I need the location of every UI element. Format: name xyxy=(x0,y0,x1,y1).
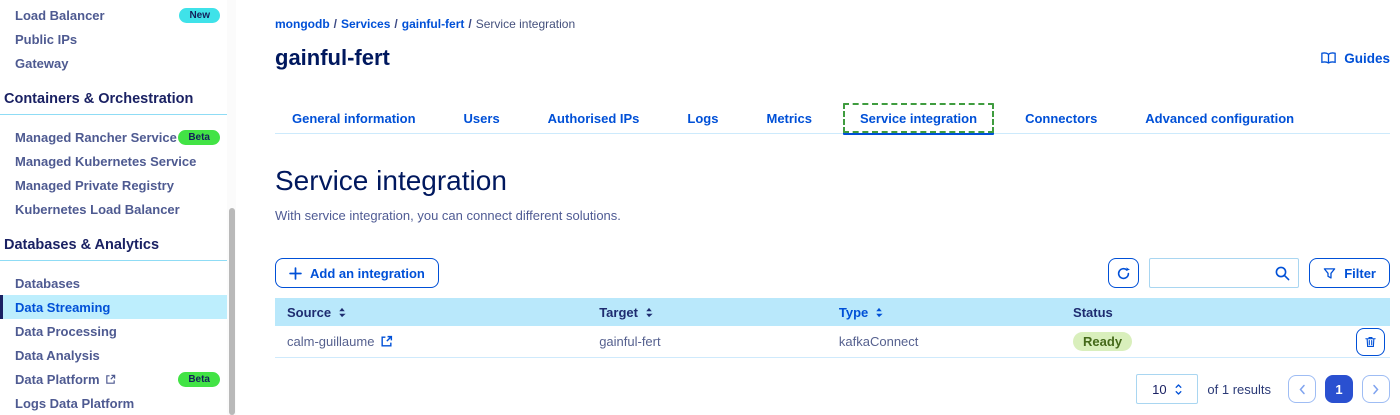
table-header: Source Target Type Status xyxy=(275,298,1390,326)
sidebar-item-label: Databases xyxy=(15,275,81,291)
section-divider xyxy=(0,260,228,261)
column-header-target[interactable]: Target xyxy=(587,305,827,320)
add-integration-button[interactable]: Add an integration xyxy=(275,258,439,288)
toolbar: Add an integration Filter xyxy=(275,257,1390,289)
plus-icon xyxy=(289,266,302,280)
tab-connectors[interactable]: Connectors xyxy=(1025,110,1098,126)
sort-icon[interactable] xyxy=(338,307,346,318)
sidebar-item-label: Load Balancer xyxy=(15,7,105,23)
sidebar-item-data-processing[interactable]: Data Processing xyxy=(0,319,240,343)
sidebar-item-managed-private-registry[interactable]: Managed Private Registry xyxy=(0,173,240,197)
sidebar-scrollbar-thumb[interactable] xyxy=(229,208,235,415)
chevron-right-icon xyxy=(1373,384,1379,394)
tab-logs[interactable]: Logs xyxy=(687,110,719,126)
sidebar-item-label: Logs Data Platform xyxy=(15,395,135,411)
trash-icon xyxy=(1365,336,1376,347)
prev-page-button[interactable] xyxy=(1288,375,1316,403)
sidebar-item-load-balancer[interactable]: Load Balancer New xyxy=(0,3,240,27)
column-header-status[interactable]: Status xyxy=(1073,304,1113,320)
next-page-button[interactable] xyxy=(1362,375,1390,403)
sidebar-item-label: Managed Rancher Service xyxy=(15,129,177,145)
integrations-table: Source Target Type Status calm-guillaume… xyxy=(275,298,1390,358)
sidebar-item-public-ips[interactable]: Public IPs xyxy=(0,27,240,51)
sidebar-item-label: Managed Private Registry xyxy=(15,177,174,193)
pagination: 10 of 1 results 1 xyxy=(275,374,1390,404)
page-title: gainful-fert xyxy=(275,45,390,70)
sidebar-item-label: Managed Kubernetes Service xyxy=(15,153,197,169)
sidebar-item-label: Data Processing xyxy=(15,323,117,339)
main-content: mongodb/Services/gainful-fert/Service in… xyxy=(240,0,1400,415)
sidebar-item-label: Data Analysis xyxy=(15,347,100,363)
sidebar-section-databases-analytics: Databases & Analytics xyxy=(4,237,160,253)
breadcrumb-link-mongodb[interactable]: mongodb xyxy=(275,17,330,31)
page-size-select[interactable]: 10 xyxy=(1136,374,1199,404)
sidebar-item-data-platform[interactable]: Data Platform Beta xyxy=(0,367,240,391)
tab-bar: General information Users Authorised IPs Lo… xyxy=(275,103,1390,134)
status-badge: Ready xyxy=(1073,332,1133,351)
tab-metrics[interactable]: Metrics xyxy=(766,110,813,126)
cell-target: gainful-fert xyxy=(599,334,661,349)
funnel-icon xyxy=(1323,267,1336,279)
breadcrumb-current: Service integration xyxy=(475,17,576,31)
results-count: of 1 results xyxy=(1207,381,1271,397)
sidebar-item-label: Data Streaming xyxy=(15,299,111,315)
sidebar-item-label: Gateway xyxy=(15,55,69,71)
cell-source: calm-guillaume xyxy=(275,334,587,349)
sidebar-item-label: Kubernetes Load Balancer xyxy=(15,201,180,217)
refresh-icon xyxy=(1118,266,1131,279)
cell-status: Ready xyxy=(1061,332,1390,351)
sidebar-item-label: Public IPs xyxy=(15,31,78,47)
section-title: Service integration xyxy=(275,165,507,196)
search-icon[interactable] xyxy=(1274,265,1291,282)
search-input[interactable] xyxy=(1158,265,1275,281)
tab-users[interactable]: Users xyxy=(463,110,500,126)
sidebar-item-databases[interactable]: Databases xyxy=(0,271,240,295)
sidebar-item-managed-kubernetes-service[interactable]: Managed Kubernetes Service xyxy=(0,149,240,173)
column-header-source[interactable]: Source xyxy=(275,305,587,320)
guides-link[interactable]: Guides xyxy=(1320,51,1390,66)
section-description: With service integration, you can connec… xyxy=(275,208,621,223)
external-link-icon xyxy=(105,374,115,384)
search-box xyxy=(1149,258,1300,288)
sidebar-item-kubernetes-load-balancer[interactable]: Kubernetes Load Balancer xyxy=(0,197,240,221)
sidebar-item-logs-data-platform[interactable]: Logs Data Platform xyxy=(0,391,240,415)
tab-service-integration[interactable]: Service integration xyxy=(843,103,995,133)
title-row: gainful-fert Guides xyxy=(275,43,1390,73)
sidebar-item-data-analysis[interactable]: Data Analysis xyxy=(0,343,240,367)
section-divider xyxy=(0,114,228,115)
sidebar-item-gateway[interactable]: Gateway xyxy=(0,51,240,75)
select-caret-icon xyxy=(1174,383,1182,395)
table-row: calm-guillaume gainful-fert kafkaConnect… xyxy=(275,326,1390,358)
filter-button[interactable]: Filter xyxy=(1309,258,1390,288)
refresh-button[interactable] xyxy=(1108,258,1140,288)
breadcrumb-link-gainful-fert[interactable]: gainful-fert xyxy=(401,17,465,31)
chevron-left-icon xyxy=(1299,384,1305,394)
sidebar-nav: Load Balancer New Public IPs Gateway Con… xyxy=(0,3,240,415)
tab-authorised-ips[interactable]: Authorised IPs xyxy=(547,110,640,126)
status-badge: Beta xyxy=(178,371,220,387)
table-body: calm-guillaume gainful-fert kafkaConnect… xyxy=(275,326,1390,358)
page-1-button[interactable]: 1 xyxy=(1325,375,1353,403)
delete-button[interactable] xyxy=(1356,327,1385,356)
status-badge: New xyxy=(179,7,220,23)
status-badge: Beta xyxy=(178,129,220,145)
column-header-type[interactable]: Type xyxy=(827,305,1061,320)
sidebar-section-containers-orchestration: Containers & Orchestration xyxy=(4,91,194,107)
book-icon xyxy=(1321,52,1337,64)
sidebar-scrollbar-track xyxy=(227,0,236,415)
sidebar-item-label: Data Platform xyxy=(15,371,100,387)
sort-icon[interactable] xyxy=(875,307,883,318)
breadcrumb: mongodb/Services/gainful-fert/Service in… xyxy=(275,17,576,31)
breadcrumb-link-services[interactable]: Services xyxy=(341,17,391,31)
sort-icon[interactable] xyxy=(645,307,653,318)
sidebar-item-data-streaming[interactable]: Data Streaming xyxy=(0,295,228,319)
sidebar-item-managed-rancher-service[interactable]: Managed Rancher Service Beta xyxy=(0,125,240,149)
tab-advanced-configuration[interactable]: Advanced configuration xyxy=(1145,110,1295,126)
cell-type: kafkaConnect xyxy=(838,334,919,349)
external-link-icon[interactable] xyxy=(380,335,393,348)
sidebar: Load Balancer New Public IPs Gateway Con… xyxy=(0,0,240,415)
tab-general-information[interactable]: General information xyxy=(292,110,416,126)
